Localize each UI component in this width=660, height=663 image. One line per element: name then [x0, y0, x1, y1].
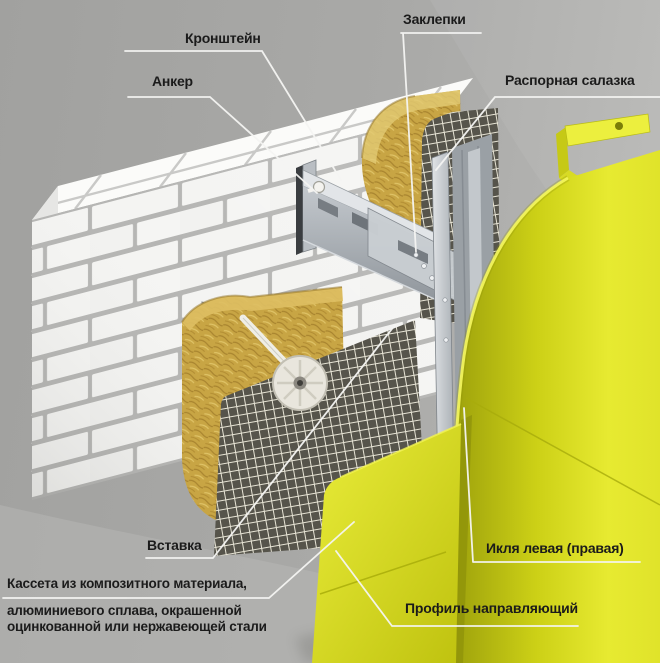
label-spacer-sled: Распорная салазка [505, 72, 635, 88]
label-guide-profile: Профиль направляющий [405, 600, 578, 616]
leader-lines [2, 32, 660, 627]
disc-dowel [239, 314, 328, 411]
label-cassette-line2: алюминиевого сплава, окрашенной [7, 603, 242, 618]
label-joint-strip: Икля левая (правая) [486, 540, 624, 556]
label-rivets: Заклепки [403, 11, 466, 27]
cassette-panel-front [312, 423, 462, 663]
label-anchor: Анкер [152, 73, 193, 89]
label-cassette-line1: Кассета из композитного материала, [7, 576, 247, 591]
label-insert: Вставка [147, 537, 202, 553]
wall-top-face [32, 78, 473, 220]
label-cassette-line3: оцинкованной или нержавеющей стали [7, 619, 267, 634]
label-bracket: Кронштейн [185, 30, 261, 46]
